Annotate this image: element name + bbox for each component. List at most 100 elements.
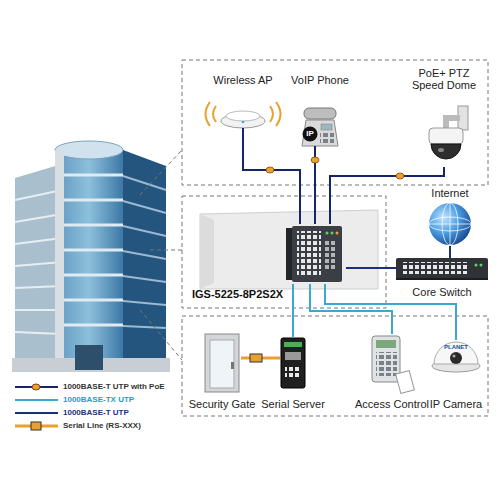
- office-building: [55, 199, 123, 202]
- phone-icon: [303, 127, 318, 142]
- office-building: [123, 150, 166, 370]
- office-building: [55, 150, 64, 370]
- gate-icon: [205, 334, 239, 392]
- legend-line: [15, 413, 58, 414]
- gate-icon: [231, 362, 234, 369]
- phone-icon: [320, 133, 334, 143]
- phone-icon: [302, 108, 338, 146]
- office-building: [15, 262, 62, 266]
- serial-plug: [250, 354, 262, 362]
- legend-line: [31, 422, 41, 430]
- office-building: [55, 224, 123, 227]
- group-frame: [182, 60, 488, 185]
- switch-icon: [336, 232, 339, 235]
- access-point: Wireless AP: [220, 98, 266, 128]
- office-building: [123, 276, 166, 282]
- keypad-icon: [396, 371, 415, 394]
- serial-server-icon: [281, 338, 305, 388]
- device-label: Access Control: [355, 398, 429, 410]
- office-building: [123, 301, 166, 305]
- office-building: [15, 332, 62, 334]
- keypad-icon: [376, 352, 397, 376]
- globe-icon: [429, 203, 471, 245]
- ptz-camera-icon: [429, 128, 463, 144]
- office-building: [55, 274, 123, 277]
- serial-server-icon: [285, 352, 301, 360]
- gate-icon: [205, 334, 239, 392]
- group-frame: [182, 196, 386, 308]
- access-point-icon: [213, 106, 216, 122]
- office-building: [55, 299, 123, 302]
- switch-icon: [326, 232, 329, 235]
- device-label: VoIP Phone: [291, 74, 349, 86]
- legend-text: 1000BASE-T UTP with PoE: [63, 382, 165, 392]
- phone-icon: [302, 120, 338, 146]
- office-building: [55, 175, 123, 325]
- office-building: [15, 238, 62, 244]
- globe-icon: [429, 203, 471, 245]
- office-building: [123, 226, 166, 236]
- industrial-switch: IGS-5225-8P2S2X: [286, 224, 346, 284]
- office-building: [55, 141, 123, 159]
- serial-server-icon: [281, 338, 305, 388]
- legend-line: [15, 412, 58, 414]
- access-point-icon: [206, 102, 211, 126]
- office-building: [123, 176, 166, 328]
- ptz-camera-icon: [438, 148, 444, 152]
- serial-server-icon: [285, 366, 301, 378]
- switch-icon: [286, 228, 293, 280]
- office-building: [123, 326, 166, 328]
- legend-text: 1000BASE-TX UTP: [63, 395, 134, 405]
- globe-icon: [429, 203, 471, 245]
- network-cable: [449, 246, 451, 258]
- office-building: [123, 251, 166, 259]
- network-cable: [310, 284, 392, 334]
- office-building: [15, 286, 62, 288]
- core-switch-icon: [396, 258, 488, 280]
- globe-icon: [450, 203, 451, 245]
- office-building: [15, 164, 62, 370]
- poe-dot: [396, 173, 404, 179]
- keypad-icon: [376, 340, 396, 348]
- leader-line: [150, 250, 182, 251]
- group-frame: [182, 316, 488, 416]
- access-point-icon: [276, 102, 281, 126]
- dome-camera-icon: [453, 355, 456, 358]
- serial-server-icon: [284, 342, 302, 347]
- device-label: Serial Server: [261, 398, 325, 410]
- network-cable: [346, 267, 396, 269]
- leader-line: [140, 150, 182, 195]
- device-label: IP Camera: [430, 398, 482, 410]
- leader-line: [140, 150, 182, 360]
- office-building: [55, 324, 123, 327]
- legend-line: [32, 384, 40, 390]
- legend-line: [15, 400, 58, 401]
- network-cable: [292, 284, 294, 338]
- office-building: [12, 141, 170, 372]
- device-label: Security Gate: [189, 398, 256, 410]
- core-switch-icon: [403, 262, 469, 274]
- badge-text: IP: [306, 130, 314, 138]
- legend-text: Serial Line (RS-XXX): [63, 421, 141, 431]
- network-cable: [243, 128, 300, 224]
- internet-cloud: Internet: [428, 202, 472, 246]
- legend-line: [15, 422, 58, 430]
- dome-camera-icon: [450, 352, 462, 364]
- core-switch-icon: [480, 264, 483, 267]
- access-point-icon: [206, 102, 281, 128]
- core-switch: Core Switch: [396, 258, 488, 280]
- switch-icon: [200, 210, 378, 289]
- voip-phone: VoIP Phone: [300, 100, 340, 146]
- core-switch-icon: [396, 278, 488, 280]
- device-label: Core Switch: [412, 286, 471, 298]
- access-point-icon: [206, 102, 281, 126]
- ptz-camera-icon: [431, 144, 461, 159]
- leader-line: [140, 310, 182, 360]
- legend-line: [15, 399, 58, 401]
- switch-icon: [324, 240, 336, 270]
- core-switch-icon: [396, 258, 488, 280]
- dome-camera-icon: [434, 342, 478, 364]
- dome-camera-icon: [432, 342, 480, 372]
- phone-icon: [321, 124, 332, 130]
- serial-plug: [250, 354, 262, 362]
